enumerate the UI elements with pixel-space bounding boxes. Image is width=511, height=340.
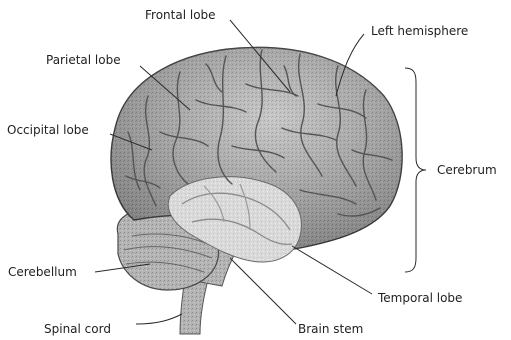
label-cerebrum: Cerebrum — [437, 163, 497, 177]
label-temporal-lobe: Temporal lobe — [377, 291, 462, 305]
label-frontal-lobe: Frontal lobe — [145, 8, 216, 22]
label-occipital-lobe: Occipital lobe — [7, 123, 89, 137]
label-brain-stem: Brain stem — [298, 322, 363, 336]
cerebrum-brace — [405, 68, 426, 272]
label-left-hemisphere: Left hemisphere — [371, 24, 468, 38]
label-cerebellum: Cerebellum — [8, 265, 77, 279]
label-spinal-cord: Spinal cord — [44, 322, 111, 336]
label-parietal-lobe: Parietal lobe — [46, 53, 121, 67]
